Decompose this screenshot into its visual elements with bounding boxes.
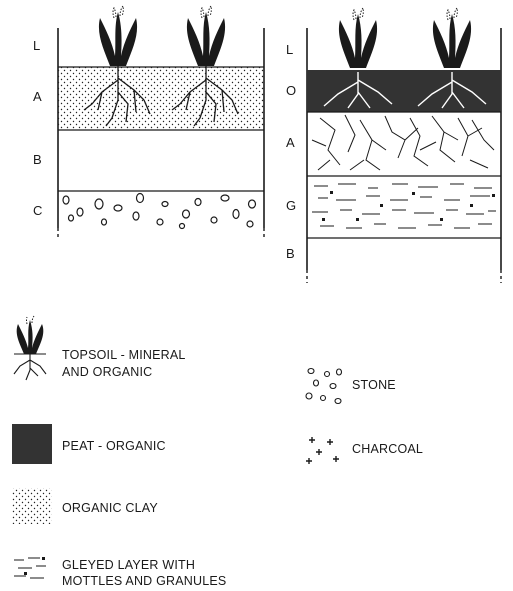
legend-gleyed-icon: [14, 557, 46, 578]
right-label-A: A: [286, 135, 295, 150]
legend-peat-label: PEAT - ORGANIC: [62, 439, 166, 453]
legend-gleyed-line2: MOTTLES AND GRANULES: [62, 574, 226, 588]
left-label-L: L: [33, 38, 40, 53]
legend-topsoil-line1: TOPSOIL - MINERAL: [62, 348, 186, 362]
legend-charcoal-label: CHARCOAL: [352, 442, 423, 456]
profile-left: L A B C: [33, 6, 264, 240]
right-label-G: G: [286, 198, 296, 213]
right-label-B: B: [286, 246, 295, 261]
right-horizon-g-gleyed: [312, 184, 496, 228]
legend-gleyed-line1: GLEYED LAYER WITH: [62, 558, 195, 572]
legend-topsoil-icon: [14, 316, 46, 380]
right-label-O: O: [286, 83, 296, 98]
right-horizon-o-peat: [307, 70, 501, 112]
legend: TOPSOIL - MINERAL AND ORGANIC PEAT - ORG…: [12, 316, 423, 588]
legend-organic-clay-swatch: [12, 488, 52, 524]
legend-stone-label: STONE: [352, 378, 396, 392]
right-label-L: L: [286, 42, 293, 57]
left-label-C: C: [33, 203, 42, 218]
left-label-B: B: [33, 152, 42, 167]
legend-stone-icon: [306, 369, 342, 404]
legend-organic-clay-label: ORGANIC CLAY: [62, 501, 158, 515]
legend-peat-swatch: [12, 424, 52, 464]
legend-topsoil-line2: AND ORGANIC: [62, 365, 152, 379]
left-horizon-a-organic-clay: [58, 67, 264, 130]
profile-right: L O A G B: [286, 8, 501, 283]
left-label-A: A: [33, 89, 42, 104]
left-horizon-c-stones: [63, 194, 256, 229]
legend-charcoal-icon: [306, 437, 339, 464]
right-horizon-a-roots: [312, 115, 494, 170]
